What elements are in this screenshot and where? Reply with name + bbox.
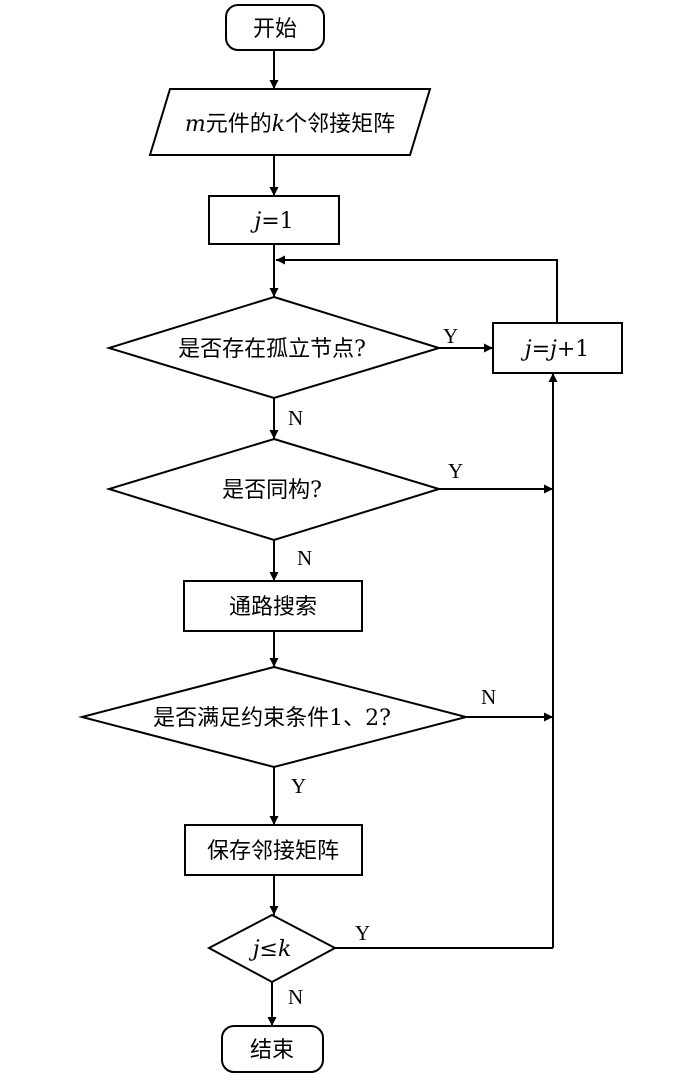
save-label: 保存邻接矩阵 (207, 839, 339, 864)
inc-eq: = (532, 337, 550, 362)
isolated-label: 是否存在孤立节点? (178, 337, 366, 362)
end-node: 结束 (221, 1025, 324, 1073)
increment-label: j=j+1 (520, 337, 590, 362)
isolated-decision: 是否存在孤立节点? (105, 295, 443, 400)
start-node: 开始 (225, 4, 325, 51)
cond-no-label: N (288, 985, 303, 1009)
input-label: m元件的k个邻接矩阵 (185, 112, 395, 137)
condition-decision: j≤k (206, 913, 338, 984)
init-node: j=1 (208, 195, 340, 245)
isomorphic-label: 是否同构? (222, 478, 322, 503)
edge-loop-back (276, 255, 558, 323)
end-label: 结束 (250, 1038, 294, 1063)
init-label: j=1 (249, 209, 293, 234)
input-mid: 元件的 (206, 112, 272, 137)
path-search-node: 通路搜索 (183, 580, 363, 632)
isomorphic-decision: 是否同构? (105, 437, 443, 542)
input-node: m元件的k个邻接矩阵 (148, 88, 432, 156)
input-rest: 个邻接矩阵 (285, 112, 395, 137)
inc-rest: +1 (557, 337, 589, 362)
constraints-no-label: N (481, 685, 496, 709)
input-k: k (272, 112, 285, 137)
save-node: 保存邻接矩阵 (184, 824, 363, 876)
condition-label: j≤k (248, 937, 292, 962)
increment-node: j=j+1 (492, 322, 623, 374)
constraints-label: 是否满足约束条件1、2? (153, 706, 391, 731)
path-search-label: 通路搜索 (229, 595, 317, 620)
cond-le: ≤ (260, 937, 278, 962)
cond-yes-label: Y (355, 921, 370, 945)
init-rest: =1 (261, 209, 293, 234)
cond-k: k (278, 937, 291, 962)
input-m: m (185, 112, 206, 137)
constraints-yes-label: Y (291, 774, 306, 798)
isolated-no-label: N (288, 406, 303, 430)
isomorphic-no-label: N (297, 546, 312, 570)
constraints-decision: 是否满足约束条件1、2? (78, 665, 470, 769)
start-label: 开始 (253, 17, 297, 42)
isolated-yes-label: Y (443, 324, 458, 348)
isomorphic-yes-label: Y (448, 459, 463, 483)
